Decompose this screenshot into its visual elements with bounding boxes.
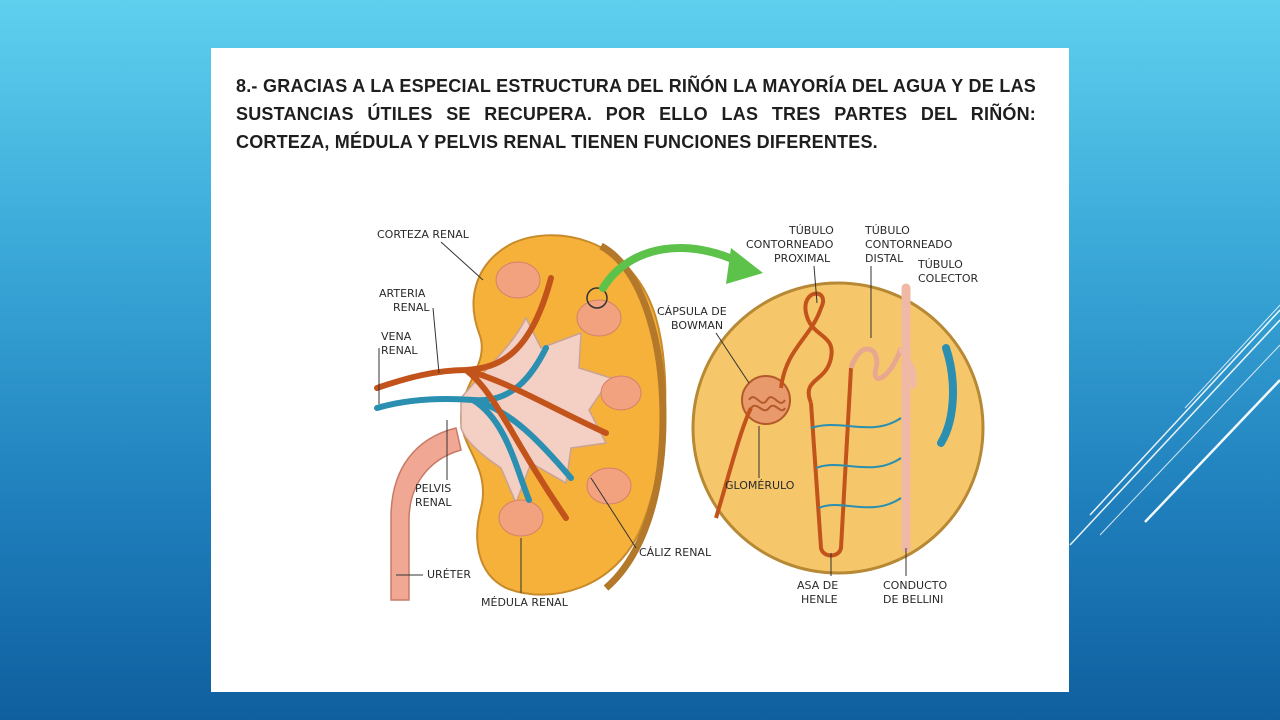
renal-artery xyxy=(374,275,609,521)
glomerulus xyxy=(748,396,786,412)
label-arteria-1: ARTERIA xyxy=(379,287,426,300)
renal-vein xyxy=(374,345,574,503)
label-asa-1: ASA DE xyxy=(797,579,838,592)
pyramid-2 xyxy=(576,299,622,337)
label-proximal-2: CONTORNEADO xyxy=(746,238,834,251)
label-arteria-2: RENAL xyxy=(393,301,430,314)
label-medula-renal: MÉDULA RENAL xyxy=(481,596,569,609)
slide-card: 8.- GRACIAS A LA ESPECIAL ESTRUCTURA DEL… xyxy=(211,48,1069,692)
afferent-vessel xyxy=(714,407,753,519)
pyramid-1 xyxy=(495,261,541,299)
label-pelvis-1: PELVIS xyxy=(415,482,451,495)
zoom-arrow xyxy=(599,244,763,292)
label-vena-1: VENA xyxy=(381,330,412,343)
decorative-lines xyxy=(1069,304,1280,546)
label-bellini-1: CONDUCTO xyxy=(883,579,947,592)
proximal-tubule xyxy=(779,291,834,404)
kidney-nephron-diagram: CORTEZA RENAL ARTERIA RENAL VENA RENAL P… xyxy=(374,224,985,609)
label-pelvis-2: RENAL xyxy=(415,496,452,509)
nephron-illustration xyxy=(691,281,985,575)
label-colector-1: TÚBULO xyxy=(917,258,963,271)
label-ureter: URÉTER xyxy=(427,568,471,581)
pyramid-3 xyxy=(600,375,642,411)
label-capsula-1: CÁPSULA DE xyxy=(657,305,727,318)
peritubular-vein xyxy=(937,344,957,447)
nephron-background xyxy=(691,281,985,575)
renal-capsule xyxy=(599,242,667,591)
label-distal-3: DISTAL xyxy=(865,252,904,265)
label-distal-1: TÚBULO xyxy=(864,224,910,237)
label-vena-2: RENAL xyxy=(381,344,418,357)
nephron-labels: TÚBULO CONTORNEADO PROXIMAL TÚBULO CONTO… xyxy=(657,224,978,606)
medullary-pyramids xyxy=(495,261,642,537)
distal-tubule xyxy=(848,346,904,381)
label-caliz-renal: CÁLIZ RENAL xyxy=(639,546,712,559)
pyramid-5 xyxy=(498,499,544,537)
label-asa-2: HENLE xyxy=(801,593,838,606)
kidney-labels: CORTEZA RENAL ARTERIA RENAL VENA RENAL P… xyxy=(377,228,712,609)
capillary-network xyxy=(810,417,902,509)
label-corteza-renal: CORTEZA RENAL xyxy=(377,228,470,241)
label-bellini-2: DE BELLINI xyxy=(883,593,943,606)
slide-heading: 8.- GRACIAS A LA ESPECIAL ESTRUCTURA DEL… xyxy=(236,76,1036,152)
label-glomerulo: GLOMÉRULO xyxy=(725,479,795,492)
label-distal-2: CONTORNEADO xyxy=(865,238,953,251)
label-capsula-2: BOWMAN xyxy=(671,319,723,332)
kidney-illustration xyxy=(374,234,667,601)
label-colector-2: COLECTOR xyxy=(918,272,978,285)
collecting-branch xyxy=(898,346,917,389)
highlight-circle xyxy=(586,287,608,309)
ureter-shape xyxy=(390,427,462,601)
label-proximal-3: PROXIMAL xyxy=(774,252,831,265)
pyramid-4 xyxy=(586,467,632,505)
label-proximal-1: TÚBULO xyxy=(788,224,834,237)
